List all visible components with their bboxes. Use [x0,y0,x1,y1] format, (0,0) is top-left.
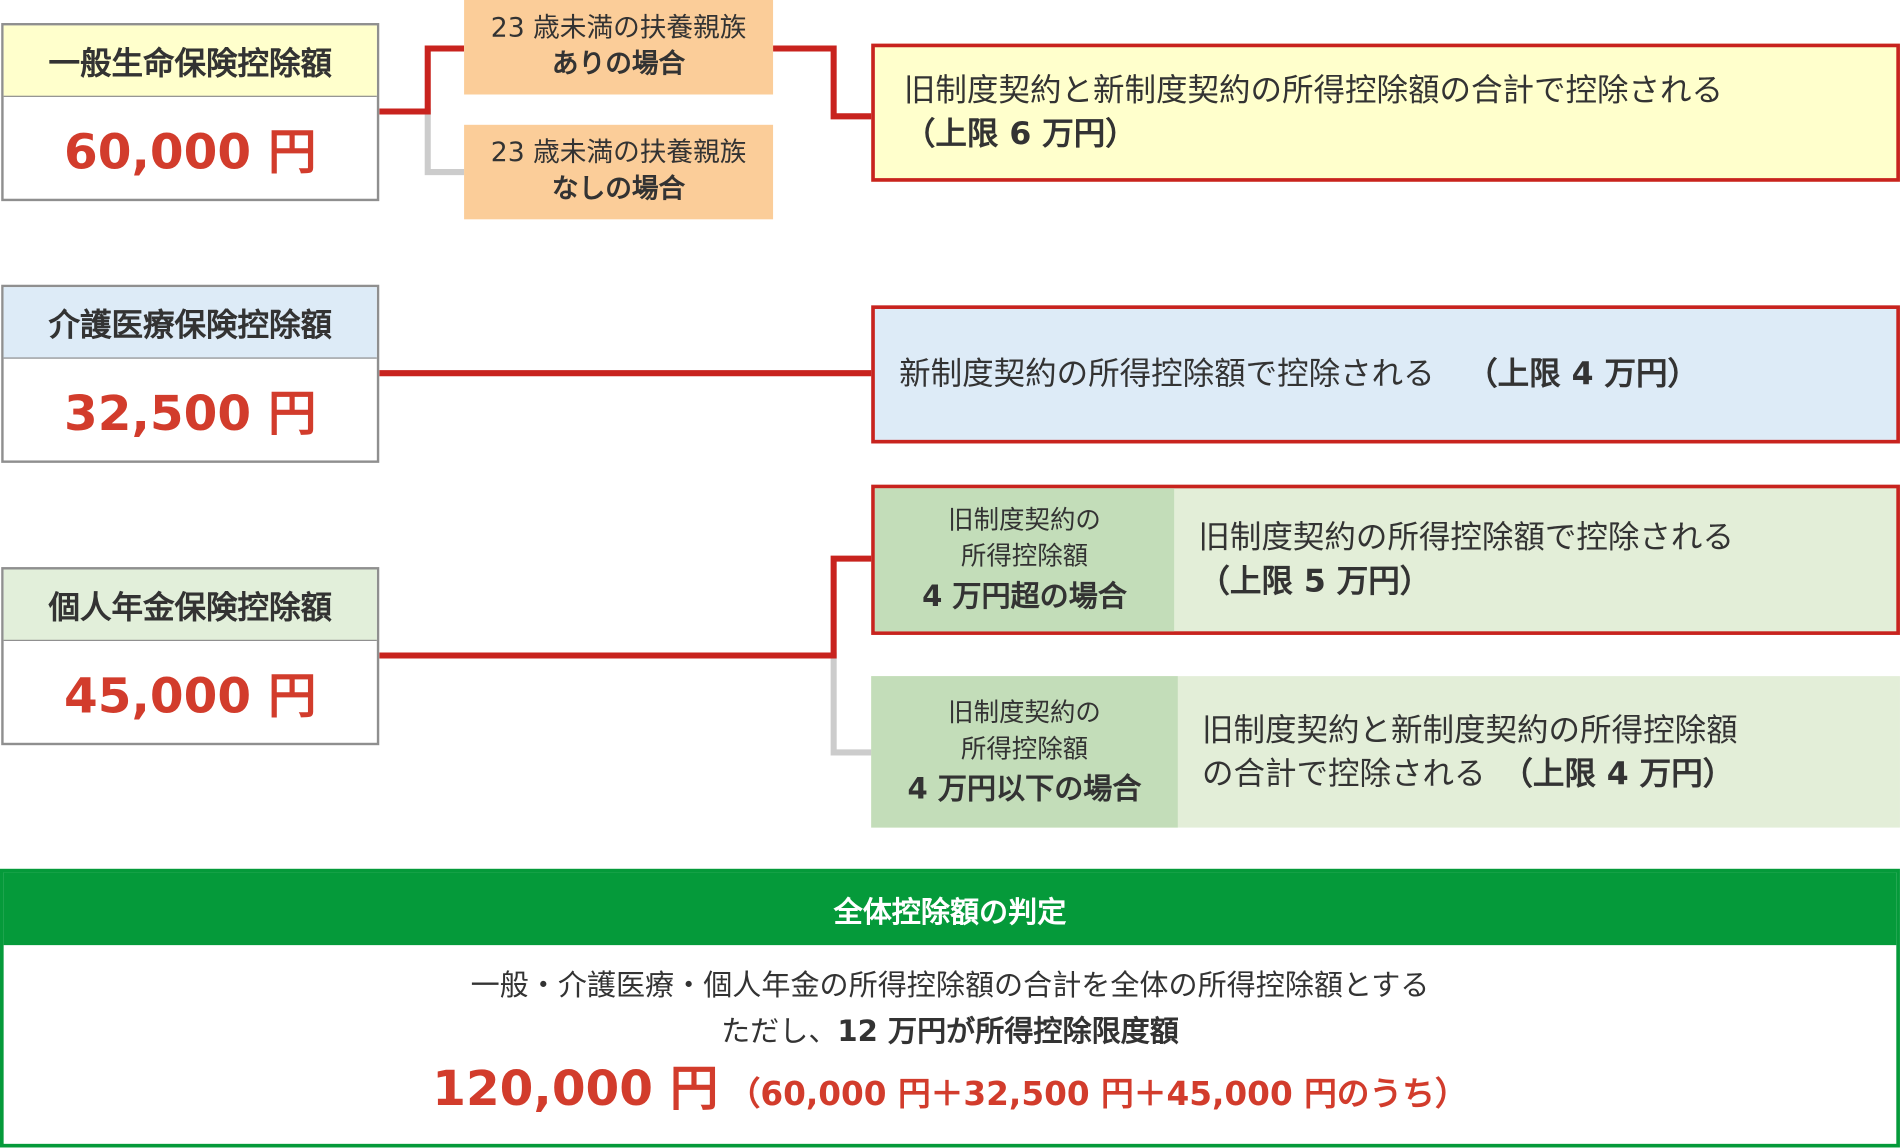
total-line3: 120,000 円 （60,000 円＋32,500 円＋45,000 円のうち… [432,1059,1467,1126]
total-line1: 一般・介護医療・個人年金の所得控除額の合計を全体の所得控除額とする [470,968,1430,1003]
condition-line1: 旧制度契約の [948,697,1101,727]
condition-line1: 旧制度契約の [948,505,1101,535]
result-limit: （上限 4 万円） [1517,755,1735,792]
nursing-result-box: 新制度契約の所得控除額で控除される （上限 4 万円） [871,305,1900,444]
total-line2-bold: 12 万円が所得控除限度額 [837,1014,1179,1049]
connector-general-without [379,108,465,176]
connector-general-result [773,45,873,120]
result-line2: の合計で控除される （上限 4 万円） [1202,752,1900,796]
pension-deduction-box: 個人年金保険控除額 45,000 円 [1,567,380,746]
general-result-line1: 旧制度契約と新制度契約の所得控除額の合計で控除される [903,72,1724,110]
connector-general-with [379,45,465,115]
pension-case-over-condition: 旧制度契約の 所得控除額 4 万円超の場合 [874,488,1175,632]
condition-line2: なしの場合 [551,174,686,205]
total-breakdown: （60,000 円＋32,500 円＋45,000 円のうち） [727,1075,1468,1114]
result-line1: 旧制度契約の所得控除額で控除される [1198,519,1734,557]
condition-line3: 4 万円超の場合 [922,579,1127,614]
total-deduction-body: 一般・介護医療・個人年金の所得控除額の合計を全体の所得控除額とする ただし、12… [4,945,1897,1126]
pension-case-over-result: 旧制度契約の所得控除額で控除される （上限 5 万円） [1174,488,1896,631]
pension-case-over-box: 旧制度契約の 所得控除額 4 万円超の場合 旧制度契約の所得控除額で控除される … [871,484,1900,635]
total-line2: ただし、12 万円が所得控除限度額 [721,1008,1179,1054]
connector-pension-under [379,652,873,756]
general-deduction-box: 一般生命保険控除額 60,000 円 [1,23,380,202]
general-result-limit: （上限 6 万円） [903,116,1137,153]
connector-pension-over [379,555,873,659]
general-condition-without-dependents: 23 歳未満の扶養親族 なしの場合 [464,124,774,220]
pension-deduction-title: 個人年金保険控除額 [3,569,377,641]
result-limit: （上限 5 万円） [1198,563,1432,600]
condition-line2: ありの場合 [551,49,686,80]
nursing-deduction-title: 介護医療保険控除額 [3,287,377,359]
general-deduction-value: 60,000 円 [64,124,317,181]
condition-line2: 所得控除額 [960,733,1089,763]
general-result-box: 旧制度契約と新制度契約の所得控除額の合計で控除される （上限 6 万円） [871,43,1900,182]
condition-line1: 23 歳未満の扶養親族 [490,138,747,169]
total-amount: 120,000 円 [432,1061,719,1118]
condition-line3: 4 万円以下の場合 [907,771,1142,806]
general-condition-with-dependents: 23 歳未満の扶養親族 ありの場合 [464,0,774,95]
pension-deduction-value: 45,000 円 [64,668,317,725]
nursing-result-limit: （上限 4 万円） [1466,356,1700,393]
pension-case-under-box: 旧制度契約の 所得控除額 4 万円以下の場合 旧制度契約と新制度契約の所得控除額… [871,676,1900,828]
total-deduction-box: 全体控除額の判定 一般・介護医療・個人年金の所得控除額の合計を全体の所得控除額と… [0,868,1900,1148]
result-line2-text: の合計で控除される [1202,755,1518,792]
pension-case-under-condition: 旧制度契約の 所得控除額 4 万円以下の場合 [871,676,1178,828]
nursing-result-text: 新制度契約の所得控除額で控除される [899,356,1467,393]
nursing-deduction-value: 32,500 円 [64,386,317,443]
nursing-deduction-box: 介護医療保険控除額 32,500 円 [1,284,380,463]
result-line1: 旧制度契約と新制度契約の所得控除額 [1202,711,1738,749]
general-deduction-title: 一般生命保険控除額 [3,25,377,97]
condition-line1: 23 歳未満の扶養親族 [490,13,747,44]
total-deduction-title: 全体控除額の判定 [3,872,1897,946]
condition-line2: 所得控除額 [960,541,1089,571]
total-line2-prefix: ただし、 [721,1014,838,1049]
pension-case-under-result: 旧制度契約と新制度契約の所得控除額 の合計で控除される （上限 4 万円） [1178,676,1900,827]
